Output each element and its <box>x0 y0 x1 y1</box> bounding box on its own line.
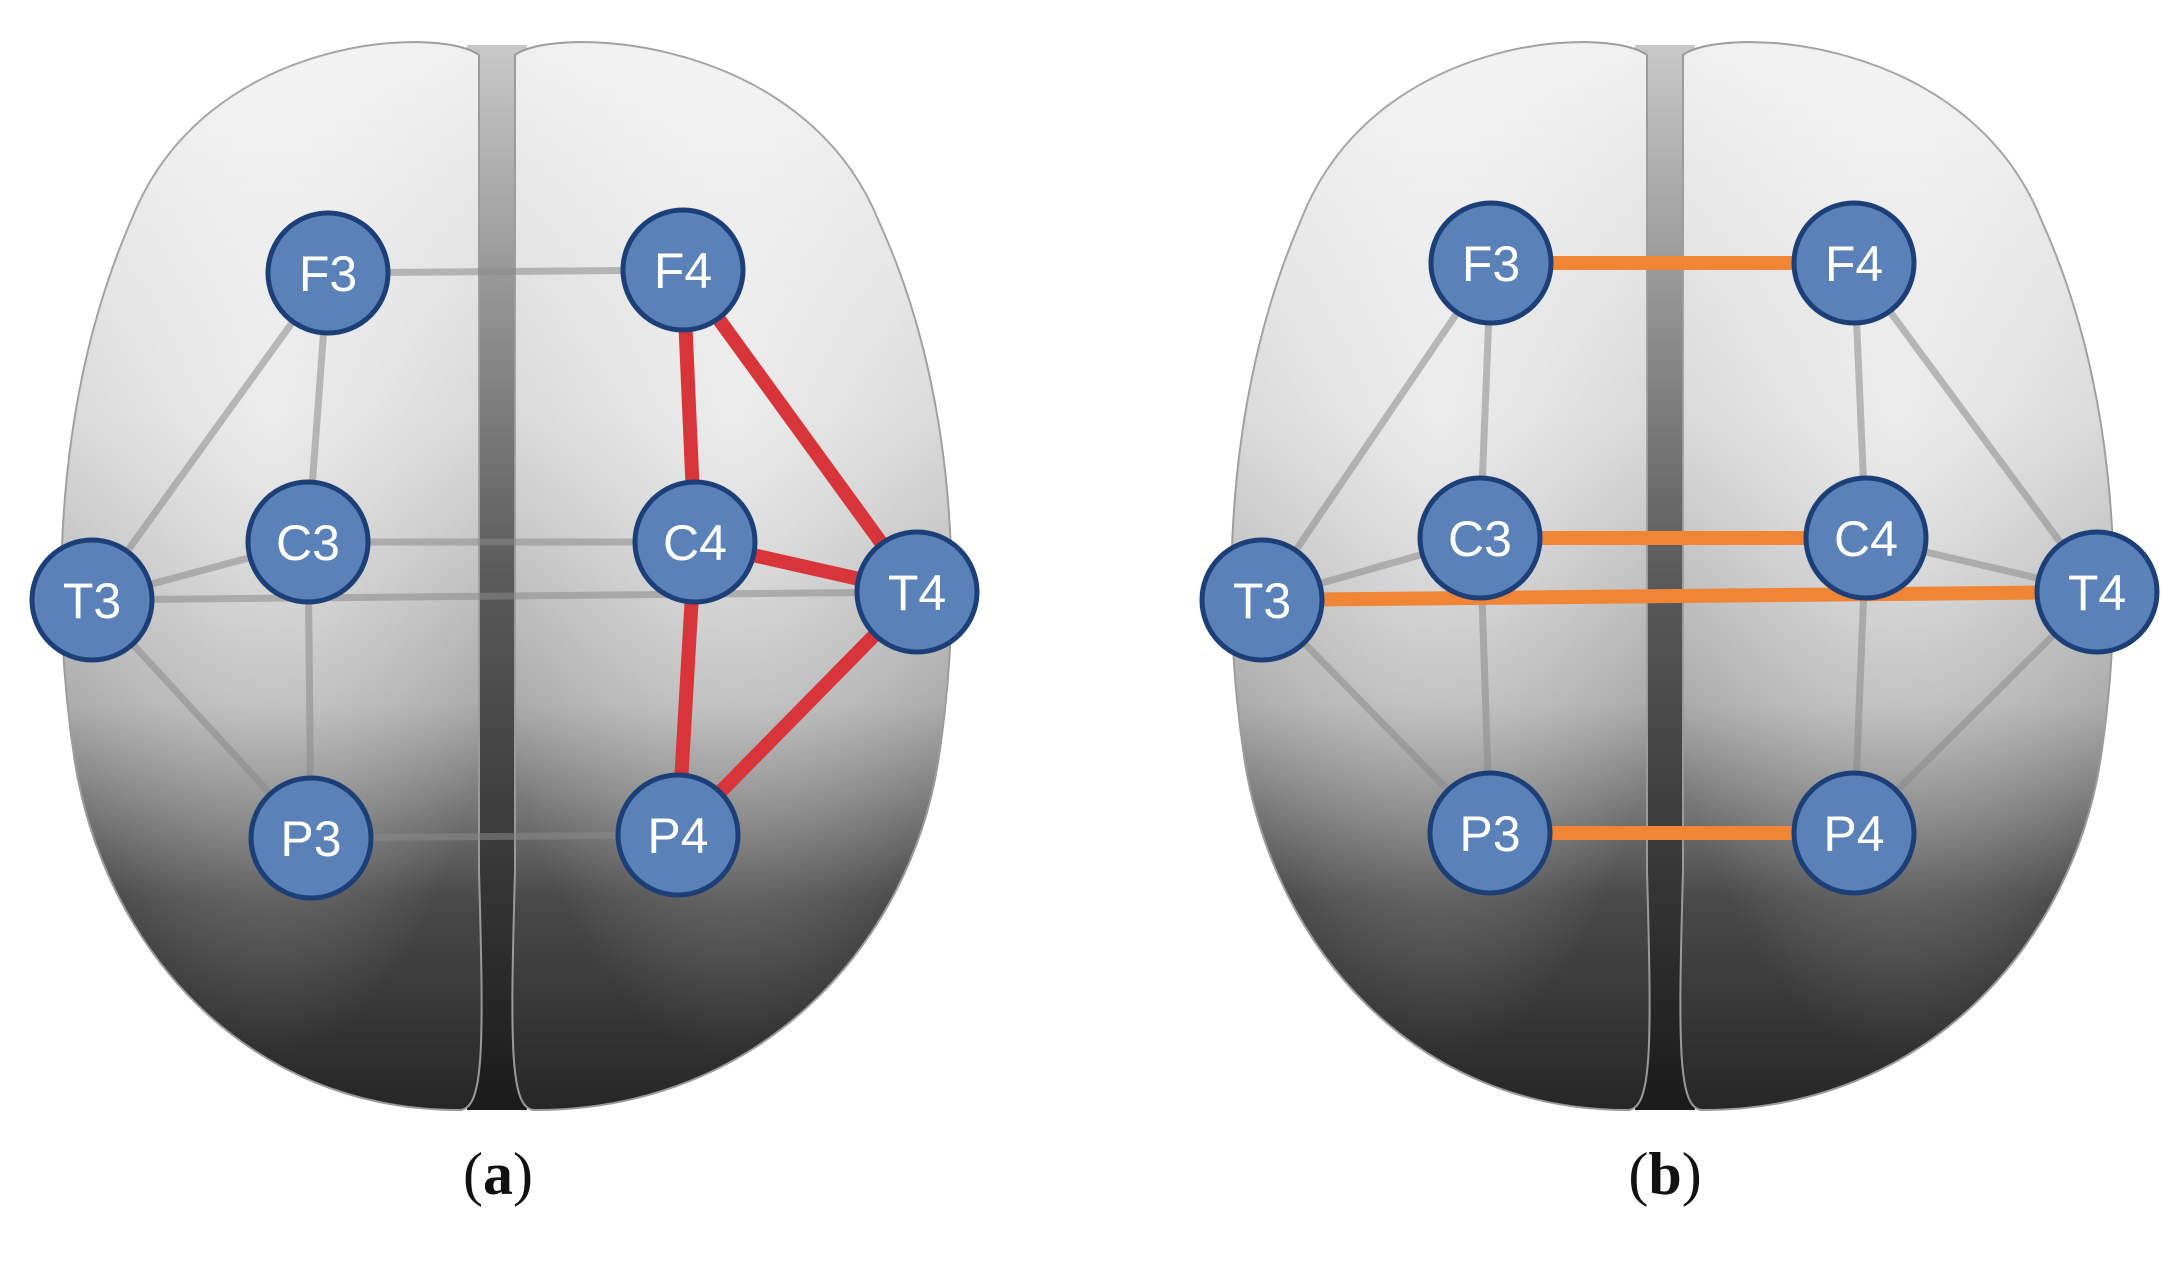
brain-image <box>1230 41 2115 1112</box>
electrode-label: C4 <box>1834 511 1898 567</box>
electrode-label: T3 <box>1233 573 1291 629</box>
highlighted-edge-f4-t4 <box>676 263 924 599</box>
electrode-node-f4: F4 <box>1791 200 1917 326</box>
edge-f3-t3 <box>1258 259 1495 604</box>
electrode-label: C4 <box>663 515 727 571</box>
electrode-node-f3: F3 <box>1428 200 1554 326</box>
electrode-node-p4: P4 <box>615 772 741 898</box>
electrode-label: C3 <box>1448 511 1512 567</box>
electrode-label: P3 <box>1459 806 1520 862</box>
electrode-node-c4: C4 <box>632 479 758 605</box>
electrode-node-f3: F3 <box>265 210 391 336</box>
edge-f3-t3 <box>88 269 332 604</box>
electrode-node-p3: P3 <box>248 775 374 901</box>
electrode-label: P3 <box>280 811 341 867</box>
electrode-node-c3: C3 <box>1417 475 1543 601</box>
electrode-label: T4 <box>2068 565 2126 621</box>
edge-t3-t4 <box>88 588 921 604</box>
electrode-label: F3 <box>1462 236 1520 292</box>
electrode-label: T4 <box>888 565 946 621</box>
electrode-label: P4 <box>1823 806 1884 862</box>
electrode-label: T3 <box>63 573 121 629</box>
electrode-label: C3 <box>276 515 340 571</box>
edge-f4-t4 <box>1850 259 2101 596</box>
electrode-node-c4: C4 <box>1803 475 1929 601</box>
electrode-node-t4: T4 <box>854 529 980 655</box>
electrode-node-p4: P4 <box>1791 770 1917 896</box>
electrode-node-t4: T4 <box>2034 529 2160 655</box>
electrode-label: F4 <box>1825 236 1883 292</box>
electrode-node-c3: C3 <box>245 479 371 605</box>
electrode-node-f4: F4 <box>620 207 746 333</box>
electrode-label: F4 <box>654 243 712 299</box>
panel-b-label: (b) <box>1628 1141 1702 1207</box>
electrode-node-t3: T3 <box>1199 537 1325 663</box>
electrode-node-t3: T3 <box>29 537 155 663</box>
electrode-node-p3: P3 <box>1427 770 1553 896</box>
highlighted-edge-t3-t4 <box>1255 585 2104 607</box>
panel-a-label: (a) <box>463 1141 533 1207</box>
electrode-label: F3 <box>299 246 357 302</box>
electrode-label: P4 <box>647 808 708 864</box>
